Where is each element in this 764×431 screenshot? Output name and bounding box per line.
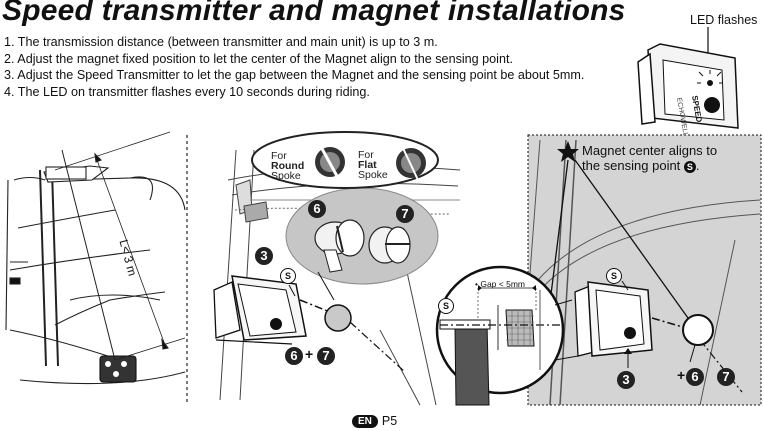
instruction-item: 3. Adjust the Speed Transmitter to let t… xyxy=(4,68,585,83)
transmitter-right-illustration xyxy=(574,281,743,393)
magnet-icon xyxy=(324,304,352,332)
magnet-7-badge: 7 xyxy=(396,205,414,223)
instruction-list: 1. The transmission distance (between tr… xyxy=(4,34,644,100)
star-icon xyxy=(557,141,579,162)
gap-detail-illustration xyxy=(439,285,560,406)
magnet-alignment-callout: Magnet center aligns to the sensing poin… xyxy=(582,143,718,173)
pointer-line xyxy=(317,271,335,301)
sensing-point-icon: S xyxy=(683,161,696,173)
part-7-badge: 7 xyxy=(317,347,335,365)
right-part-7-badge: 7 xyxy=(717,368,735,386)
magnet-right-icon xyxy=(682,314,714,346)
sensor-s-badge: S xyxy=(280,268,296,284)
language-badge: EN xyxy=(352,415,378,428)
flat-spoke-label: For Flat Spoke xyxy=(358,149,388,181)
right-transmitter-3-badge: 3 xyxy=(617,371,635,389)
instruction-item: 2. Adjust the magnet fixed position to l… xyxy=(4,51,513,66)
transmitter-middle-illustration xyxy=(213,275,346,345)
flat-spoke-icon xyxy=(396,145,426,181)
transmitter-3-badge: 3 xyxy=(255,247,273,265)
magnet-6-badge: 6 xyxy=(308,200,326,218)
plus-symbol: + xyxy=(305,346,314,362)
transmitter-device-illustration: ECHOWELL SPEED xyxy=(637,27,739,137)
page-title: Speed transmitter and magnet installatio… xyxy=(2,0,626,27)
part-6-badge: 6 xyxy=(285,347,303,365)
magnet-round-illustration xyxy=(314,219,365,273)
instruction-item: 4. The LED on transmitter flashes every … xyxy=(4,84,370,99)
right-part-6-badge: 6 xyxy=(686,368,704,386)
page-number: P5 xyxy=(381,414,398,428)
spoke-type-bubble xyxy=(251,131,439,189)
round-spoke-label: For Round Spoke xyxy=(271,150,305,182)
right-sensor-s-badge: S xyxy=(606,268,622,284)
magnet-flat-illustration xyxy=(368,226,411,264)
led-flashes-label: LED flashes xyxy=(690,13,758,27)
gap-sensor-s-badge: S xyxy=(438,298,454,314)
right-detail-panel xyxy=(527,134,762,406)
instruction-item: 1. The transmission distance (between tr… xyxy=(4,35,438,49)
round-spoke-icon xyxy=(315,144,345,179)
right-plus-symbol: + xyxy=(677,367,686,383)
gap-label: • Gap < 5mm xyxy=(475,279,525,289)
bicycle-illustration xyxy=(5,131,186,385)
